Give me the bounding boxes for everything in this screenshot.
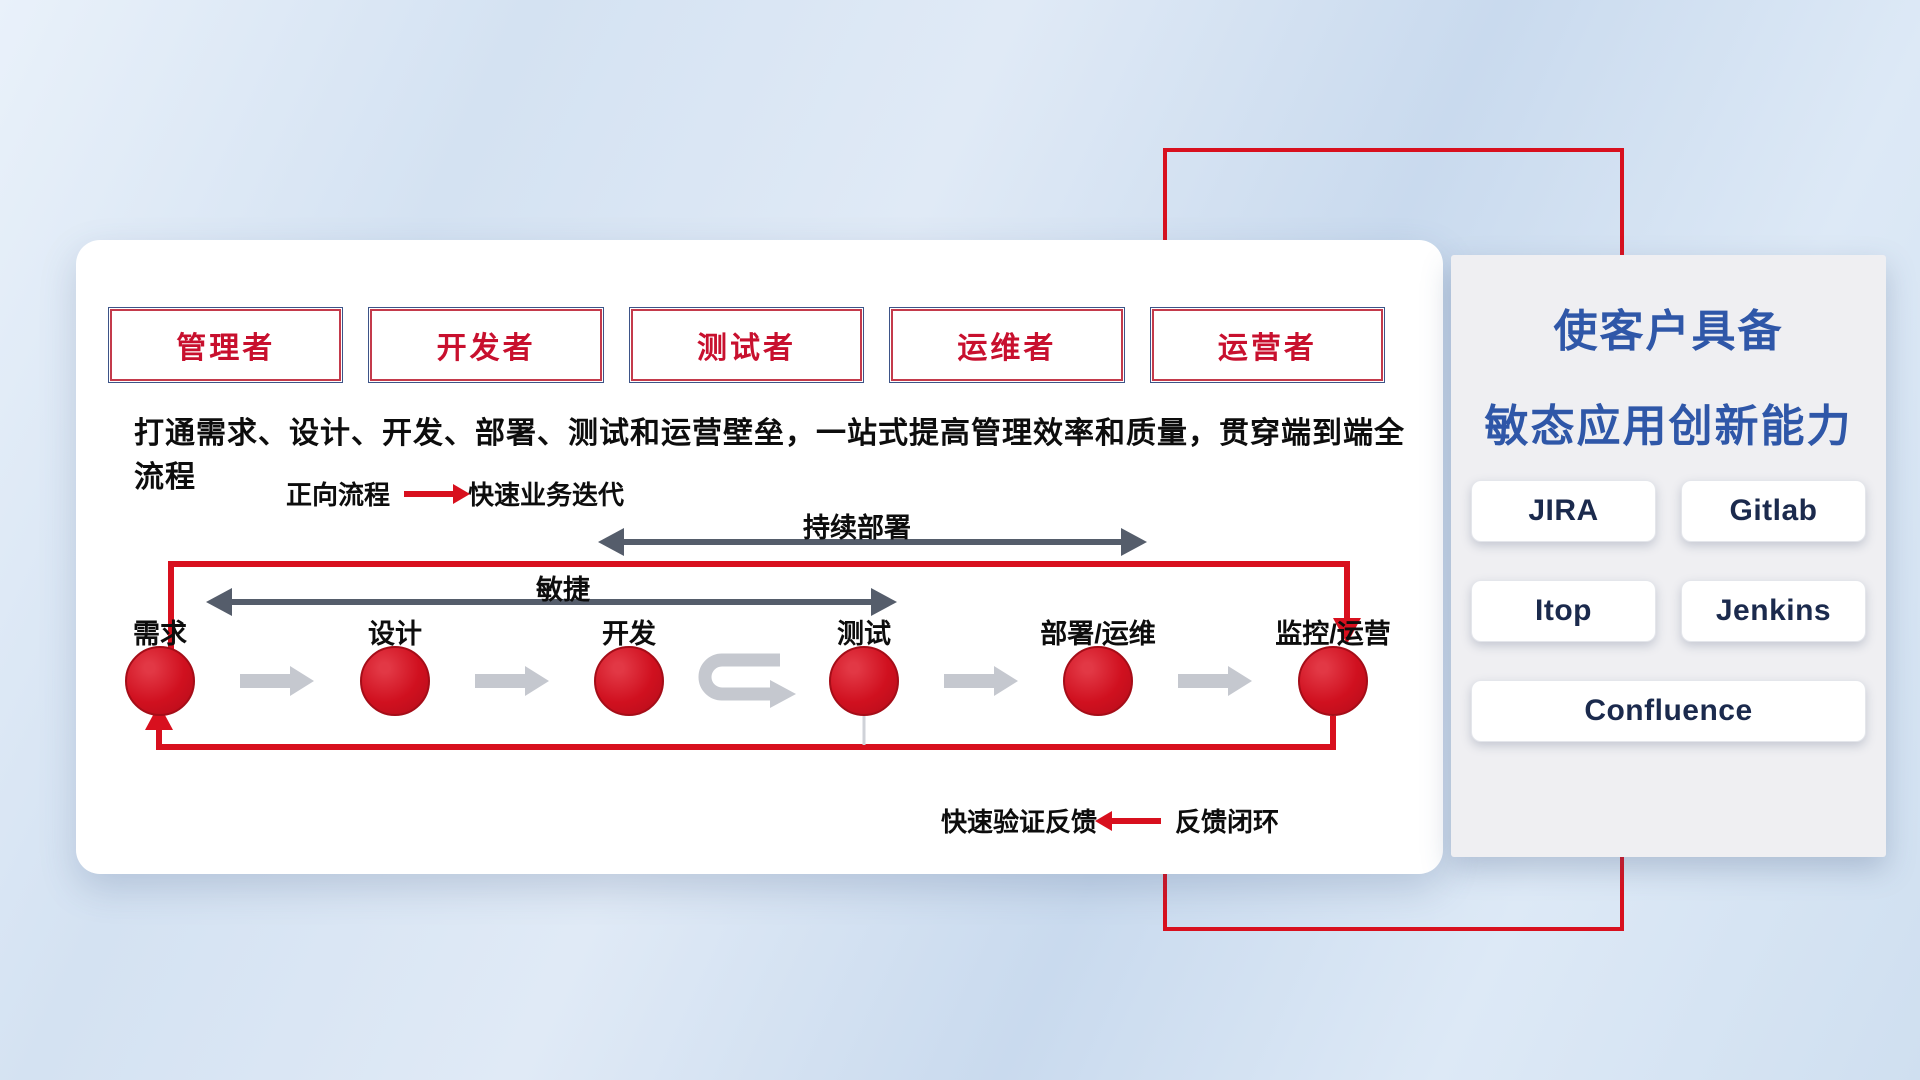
flow-arrow: [240, 666, 314, 696]
legend-forward-desc: 快速业务迭代: [468, 480, 625, 510]
feedback-loop-line: [156, 716, 1336, 750]
flow-node-circle: [360, 646, 430, 716]
tool-button-jira: JIRA: [1471, 480, 1656, 542]
continuous-deploy-arrowhead-left: [598, 528, 624, 556]
flow-arrow: [944, 666, 1018, 696]
role-label: 开发者: [436, 332, 536, 365]
flow-node-circle: [1298, 646, 1368, 716]
panel-title-line1: 使客户具备: [1553, 307, 1784, 356]
role-box-manager: 管理者: [108, 307, 344, 383]
flow-node-circle: [829, 646, 899, 716]
headline: 打通需求、设计、开发、部署、测试和运营壁垒，一站式提高管理效率和质量，贯穿端到端…: [134, 417, 1405, 494]
flow-arrow: [1178, 666, 1252, 696]
roles-row: 管理者 开发者 测试者 运维者 运营者: [108, 307, 1386, 383]
capability-panel: 使客户具备 敏态应用创新能力 JIRA Gitlab Itop Jenkins …: [1451, 255, 1886, 857]
continuous-deploy-arrowhead-right: [1121, 528, 1147, 556]
flow-node-label: 开发: [602, 619, 656, 649]
flow-node-label: 监控/运营: [1275, 619, 1391, 649]
tool-button-confluence: Confluence: [1471, 680, 1866, 742]
role-label: 运维者: [957, 332, 1057, 365]
flow-arrow: [475, 666, 549, 696]
legend-forward: 正向流程 快速业务迭代: [286, 475, 624, 512]
flow-node-label: 设计: [368, 619, 422, 649]
flow-node-label: 需求: [133, 619, 187, 649]
flow-node-circle: [125, 646, 195, 716]
red-arrow-right-icon: [404, 483, 471, 504]
flow-node-label: 测试: [837, 619, 891, 649]
iteration-arrow-icon: [698, 653, 796, 708]
agile-label: 敏捷: [536, 575, 590, 605]
legend-feedback-desc: 快速验证反馈: [941, 807, 1098, 837]
flow-node-circle: [1063, 646, 1133, 716]
legend-forward-label: 正向流程: [286, 480, 391, 510]
role-box-tester: 测试者: [628, 307, 865, 383]
panel-title-line2: 敏态应用创新能力: [1484, 402, 1853, 451]
tool-button-gitlab: Gitlab: [1681, 480, 1866, 542]
legend-feedback-label: 反馈闭环: [1175, 807, 1280, 837]
flow-node-label: 部署/运维: [1040, 619, 1156, 649]
role-label: 运营者: [1217, 332, 1317, 365]
tool-button-jenkins: Jenkins: [1681, 580, 1866, 642]
tool-button-itop: Itop: [1471, 580, 1656, 642]
role-box-operator: 运营者: [1149, 307, 1386, 383]
role-box-developer: 开发者: [368, 307, 604, 383]
flow-node-circle: [594, 646, 664, 716]
role-box-ops: 运维者: [889, 307, 1125, 383]
devops-flow-card: 管理者 开发者 测试者 运维者 运营者 打通需求、设计、开发、部署、测试和运营壁…: [76, 240, 1443, 874]
role-label: 测试者: [697, 332, 797, 365]
continuous-deploy-label: 持续部署: [803, 513, 911, 543]
role-label: 管理者: [176, 332, 276, 365]
legend-feedback: 快速验证反馈 反馈闭环: [941, 802, 1279, 839]
red-arrow-left-icon: [1095, 810, 1162, 831]
